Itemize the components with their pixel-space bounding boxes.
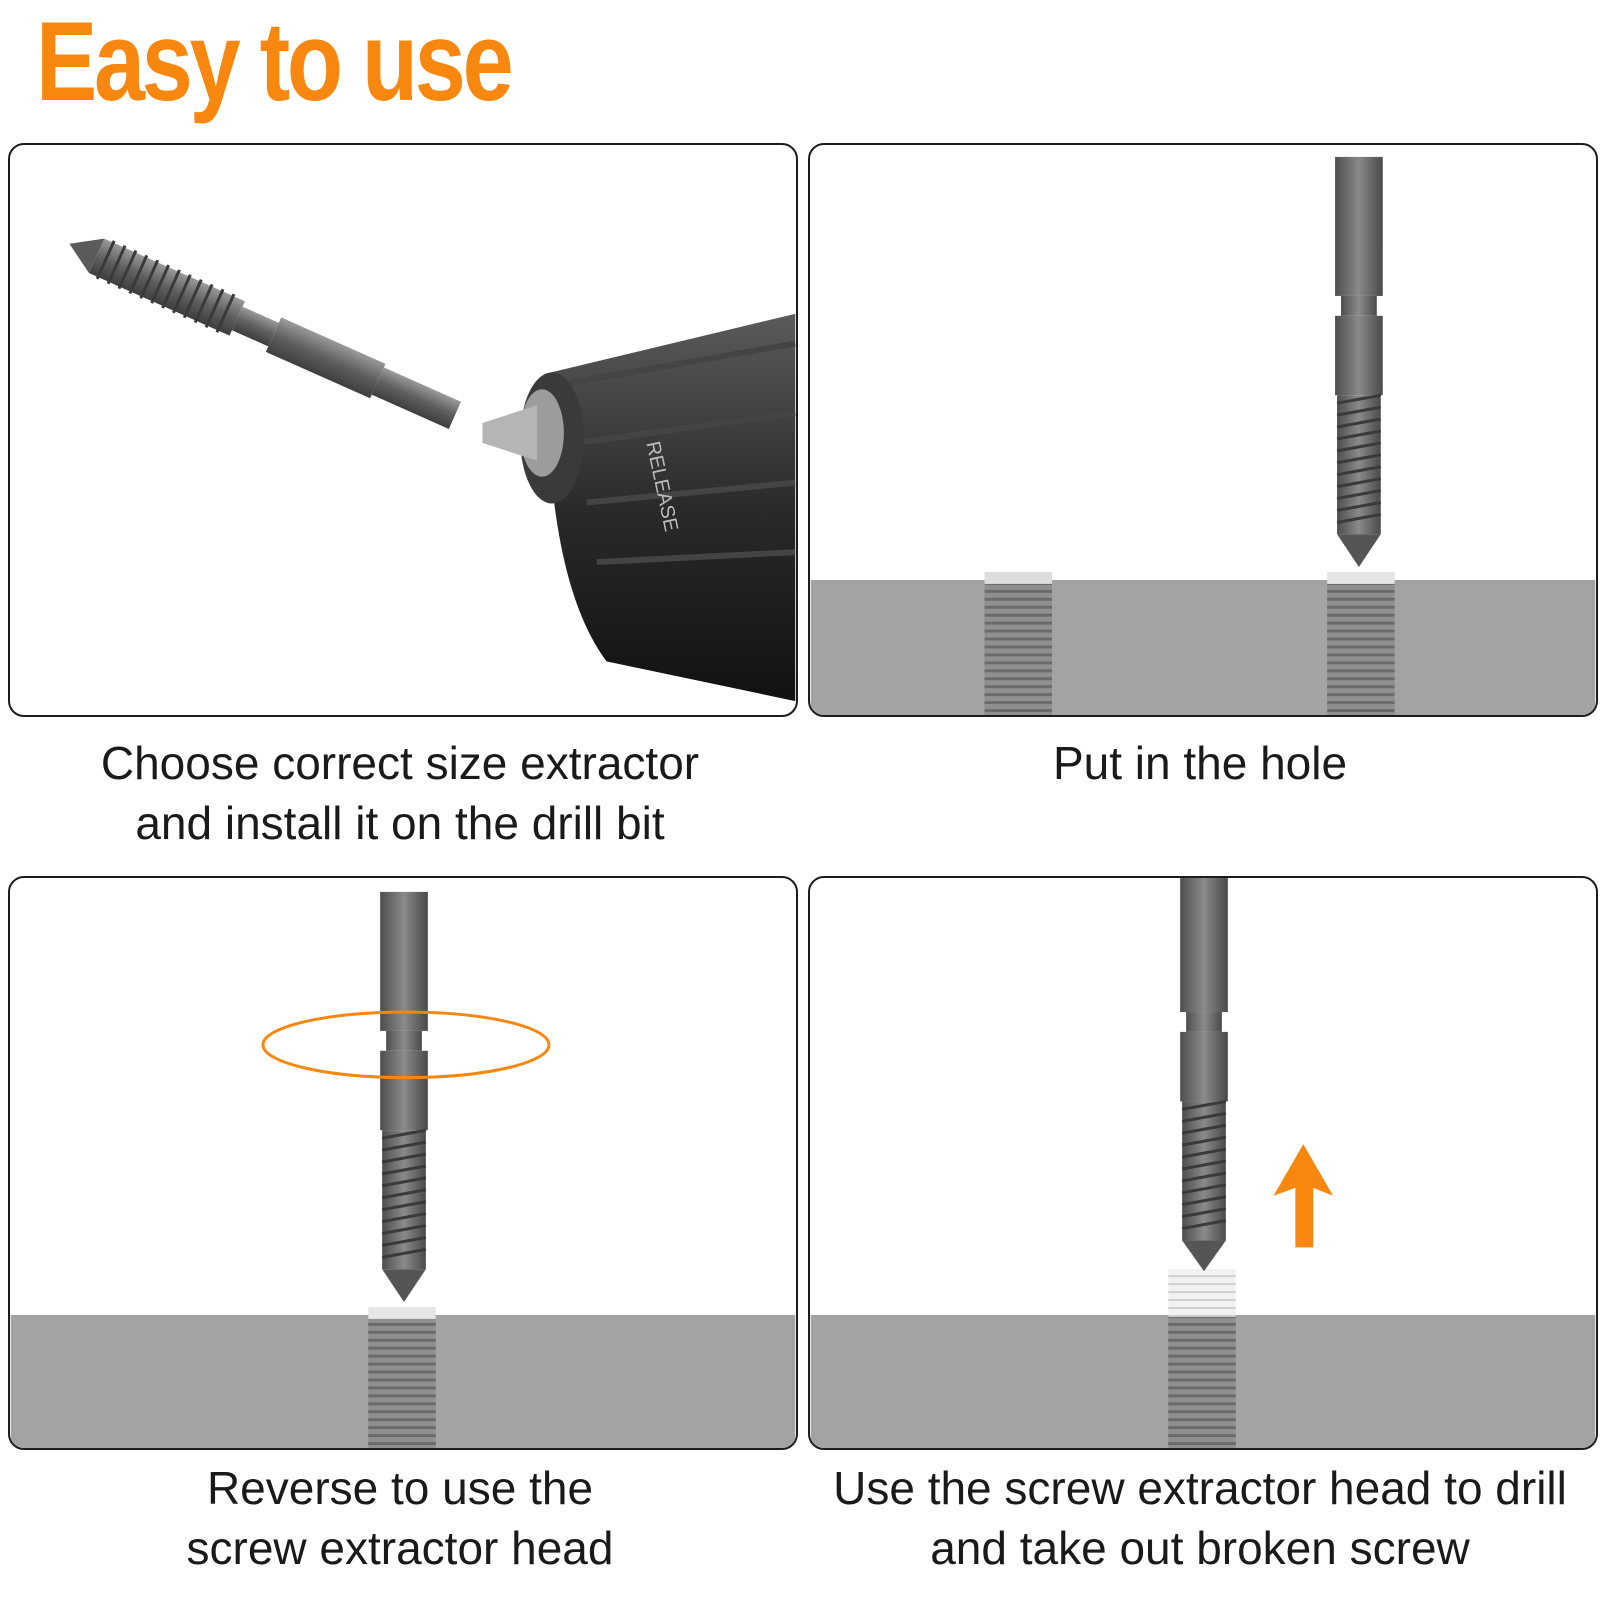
step-4-caption-line-1: Use the screw extractor head to drill bbox=[833, 1462, 1567, 1514]
threaded-hole-left bbox=[984, 579, 1053, 715]
reverse-extractor-illustration bbox=[10, 891, 796, 1448]
extractor-bit-icon bbox=[380, 891, 428, 1303]
step-2-image bbox=[808, 143, 1598, 717]
step-1-caption-line-1: Choose correct size extractor bbox=[100, 737, 700, 789]
broken-screw bbox=[1168, 1269, 1236, 1317]
threaded-hole bbox=[1168, 1314, 1236, 1448]
rotation-ellipse-icon bbox=[261, 1010, 551, 1080]
step-3-image bbox=[8, 876, 798, 1450]
step-3-caption-line-1: Reverse to use the bbox=[206, 1462, 594, 1514]
extractor-bit-icon bbox=[1180, 878, 1228, 1272]
step-1-image: RELEASE bbox=[8, 143, 798, 717]
drill-and-extractor-illustration: RELEASE bbox=[69, 238, 796, 702]
step-1-caption: Choose correct size extractor and instal… bbox=[0, 733, 800, 853]
threaded-hole bbox=[368, 1314, 436, 1448]
put-in-hole-illustration bbox=[810, 156, 1596, 715]
up-arrow-icon bbox=[1273, 1144, 1334, 1248]
step-2-caption-line-1: Put in the hole bbox=[1052, 737, 1348, 789]
drill-icon: RELEASE bbox=[482, 313, 796, 702]
page-title: Easy to use bbox=[36, 0, 514, 124]
step-4-caption: Use the screw extractor head to drill an… bbox=[800, 1458, 1600, 1578]
step-1-caption-line-2: and install it on the drill bit bbox=[135, 797, 665, 849]
remove-broken-screw-illustration bbox=[810, 878, 1596, 1448]
threaded-hole-right bbox=[1327, 579, 1395, 715]
step-3-caption-line-2: screw extractor head bbox=[186, 1522, 614, 1574]
extractor-bit-icon bbox=[1335, 156, 1383, 568]
extractor-bit-icon bbox=[69, 238, 461, 429]
step-4-image bbox=[808, 876, 1598, 1450]
ground-block bbox=[810, 579, 1596, 715]
step-4-caption-line-2: and take out broken screw bbox=[930, 1522, 1470, 1574]
step-3-caption: Reverse to use the screw extractor head bbox=[0, 1458, 800, 1578]
step-2-caption: Put in the hole bbox=[800, 733, 1600, 793]
